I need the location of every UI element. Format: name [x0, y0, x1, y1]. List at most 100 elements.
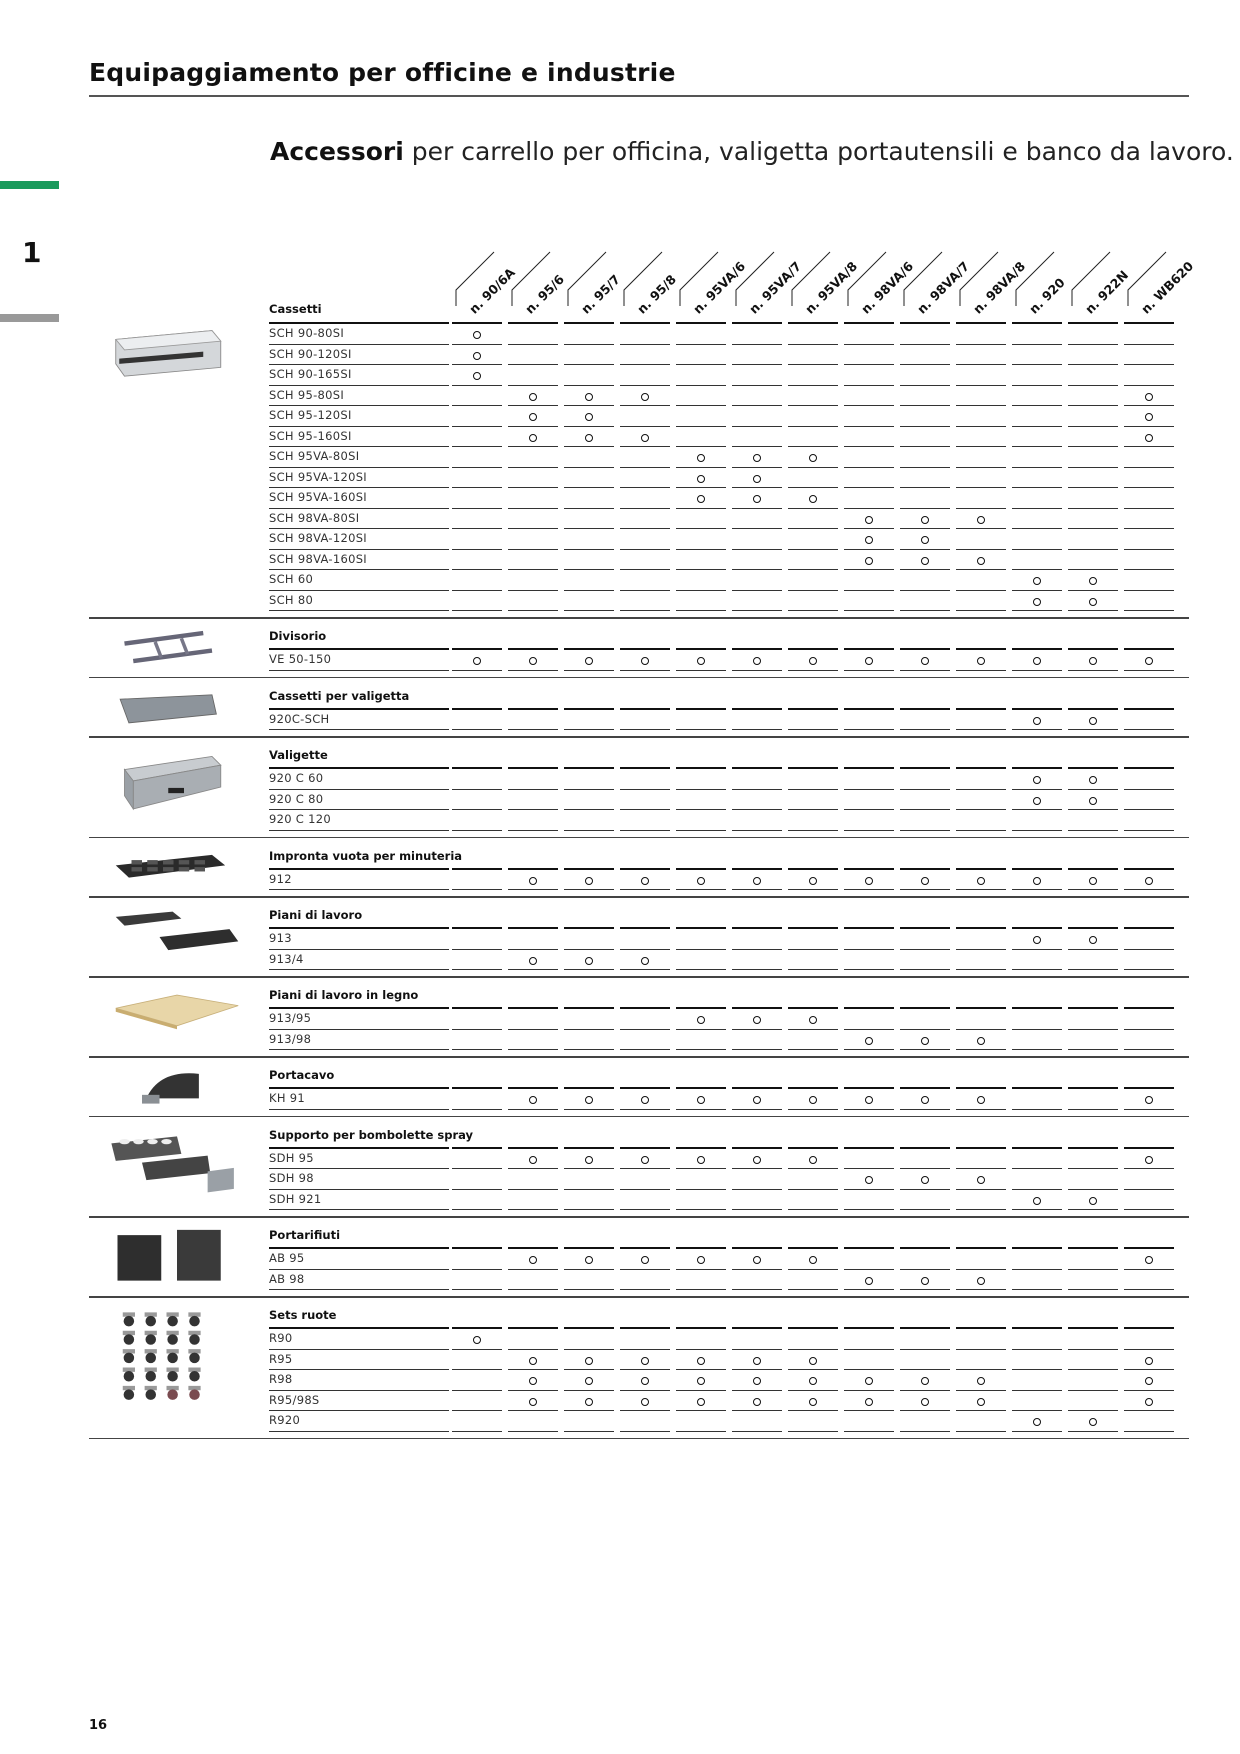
group-header-cell-rule [900, 1007, 950, 1009]
compat-cell [564, 324, 614, 345]
cell-rule [956, 788, 1006, 790]
compat-cell [732, 488, 782, 509]
compat-cell [844, 1370, 894, 1391]
compat-cell [508, 1249, 558, 1270]
cell-rule [620, 1289, 670, 1290]
compat-cell [844, 790, 894, 810]
cell-rule [452, 1348, 502, 1350]
compat-cell [620, 1089, 670, 1110]
group-header-cell-rule [620, 707, 670, 710]
row-label: SCH 95-120SI [269, 408, 352, 422]
group-header-cell-rule [508, 1087, 558, 1089]
cell-rule [1012, 1369, 1062, 1370]
compatibility-dot [641, 1256, 649, 1264]
compat-cell [844, 550, 894, 570]
table-row: AB 95 [89, 1249, 1189, 1270]
cell-rule [508, 507, 558, 509]
cell-rule [1124, 466, 1174, 468]
compat-cell [732, 406, 782, 427]
row-label: 913/4 [269, 951, 304, 966]
column-header: n. WB620 [1124, 232, 1196, 317]
compatibility-dot [585, 1096, 593, 1104]
cell-rule [620, 466, 670, 468]
row-rule [269, 669, 449, 671]
compat-cell [732, 447, 782, 468]
cell-rule [732, 487, 782, 488]
group-header-cell-rule [620, 1327, 670, 1329]
compat-cell [508, 1089, 558, 1110]
group-header-cell-rule [900, 648, 950, 650]
compat-cell [956, 1169, 1006, 1190]
group-header-cell-rule [452, 867, 502, 870]
cell-rule [452, 1389, 502, 1391]
cell-rule [452, 669, 502, 671]
cell-rule [732, 829, 782, 831]
compat-cell [1068, 365, 1118, 386]
group-header-cell-rule [676, 1247, 726, 1249]
compat-cell [676, 570, 726, 591]
cell-rule [788, 425, 838, 427]
compat-cell [956, 1149, 1006, 1169]
cell-rule [1012, 1430, 1062, 1432]
table-row: R98 [89, 1370, 1189, 1391]
cell-rule [900, 1348, 950, 1350]
cell-rule [844, 1369, 894, 1370]
compat-cell [1068, 929, 1118, 950]
group-header-cell-rule [900, 927, 950, 929]
cell-rule [452, 889, 502, 890]
cell-rule [676, 1028, 726, 1030]
compat-cell [1012, 324, 1062, 345]
group-header-cell-rule [564, 867, 614, 870]
cell-rule [676, 1108, 726, 1110]
cell-rule [620, 1430, 670, 1432]
compat-cell [1068, 790, 1118, 810]
compat-cell [788, 1350, 838, 1370]
cell-rule [564, 1049, 614, 1050]
cell-rule [788, 788, 838, 790]
compat-cell [900, 1370, 950, 1391]
compat-cell [564, 1270, 614, 1290]
cell-rule [732, 1168, 782, 1169]
cell-rule [1068, 969, 1118, 970]
cell-rule [452, 589, 502, 591]
cell-rule [452, 948, 502, 950]
compatibility-dot [585, 956, 593, 965]
cell-rule [900, 729, 950, 730]
group-header-cell-rule [620, 767, 670, 769]
cell-rule [844, 1289, 894, 1290]
compat-cell [788, 1249, 838, 1270]
column-header: n. 98VA/8 [956, 232, 1028, 317]
cell-rule [732, 1108, 782, 1110]
compat-cell [676, 468, 726, 488]
compat-cell [788, 345, 838, 365]
table-row: SCH 95VA-120SI [89, 468, 1189, 488]
cell-rule [900, 1430, 950, 1432]
group-title: Portarifiuti [269, 1228, 341, 1242]
group-separator [89, 1056, 1189, 1058]
compat-cell [732, 468, 782, 488]
cell-rule [732, 1369, 782, 1370]
compat-cell [564, 1190, 614, 1210]
compat-cell [1124, 790, 1174, 810]
row-label: 912 [269, 871, 292, 886]
compatibility-dot [473, 351, 481, 360]
cell-rule [452, 466, 502, 468]
table-row: 913/95 [89, 1009, 1189, 1030]
cell-rule [452, 528, 502, 529]
compat-cell [1068, 324, 1118, 345]
cell-rule [1124, 425, 1174, 427]
cell-rule [508, 1369, 558, 1370]
compatibility-dot [529, 1155, 537, 1164]
table-row: SCH 95VA-160SI [89, 488, 1189, 509]
cell-rule [564, 1268, 614, 1270]
row-rule [269, 1410, 449, 1411]
cell-rule [900, 1209, 950, 1210]
compatibility-dot [921, 657, 929, 665]
compat-cell [620, 468, 670, 488]
compat-cell [844, 509, 894, 529]
cell-rule [956, 1389, 1006, 1391]
cell-rule [508, 1410, 558, 1411]
cell-rule [956, 1430, 1006, 1432]
